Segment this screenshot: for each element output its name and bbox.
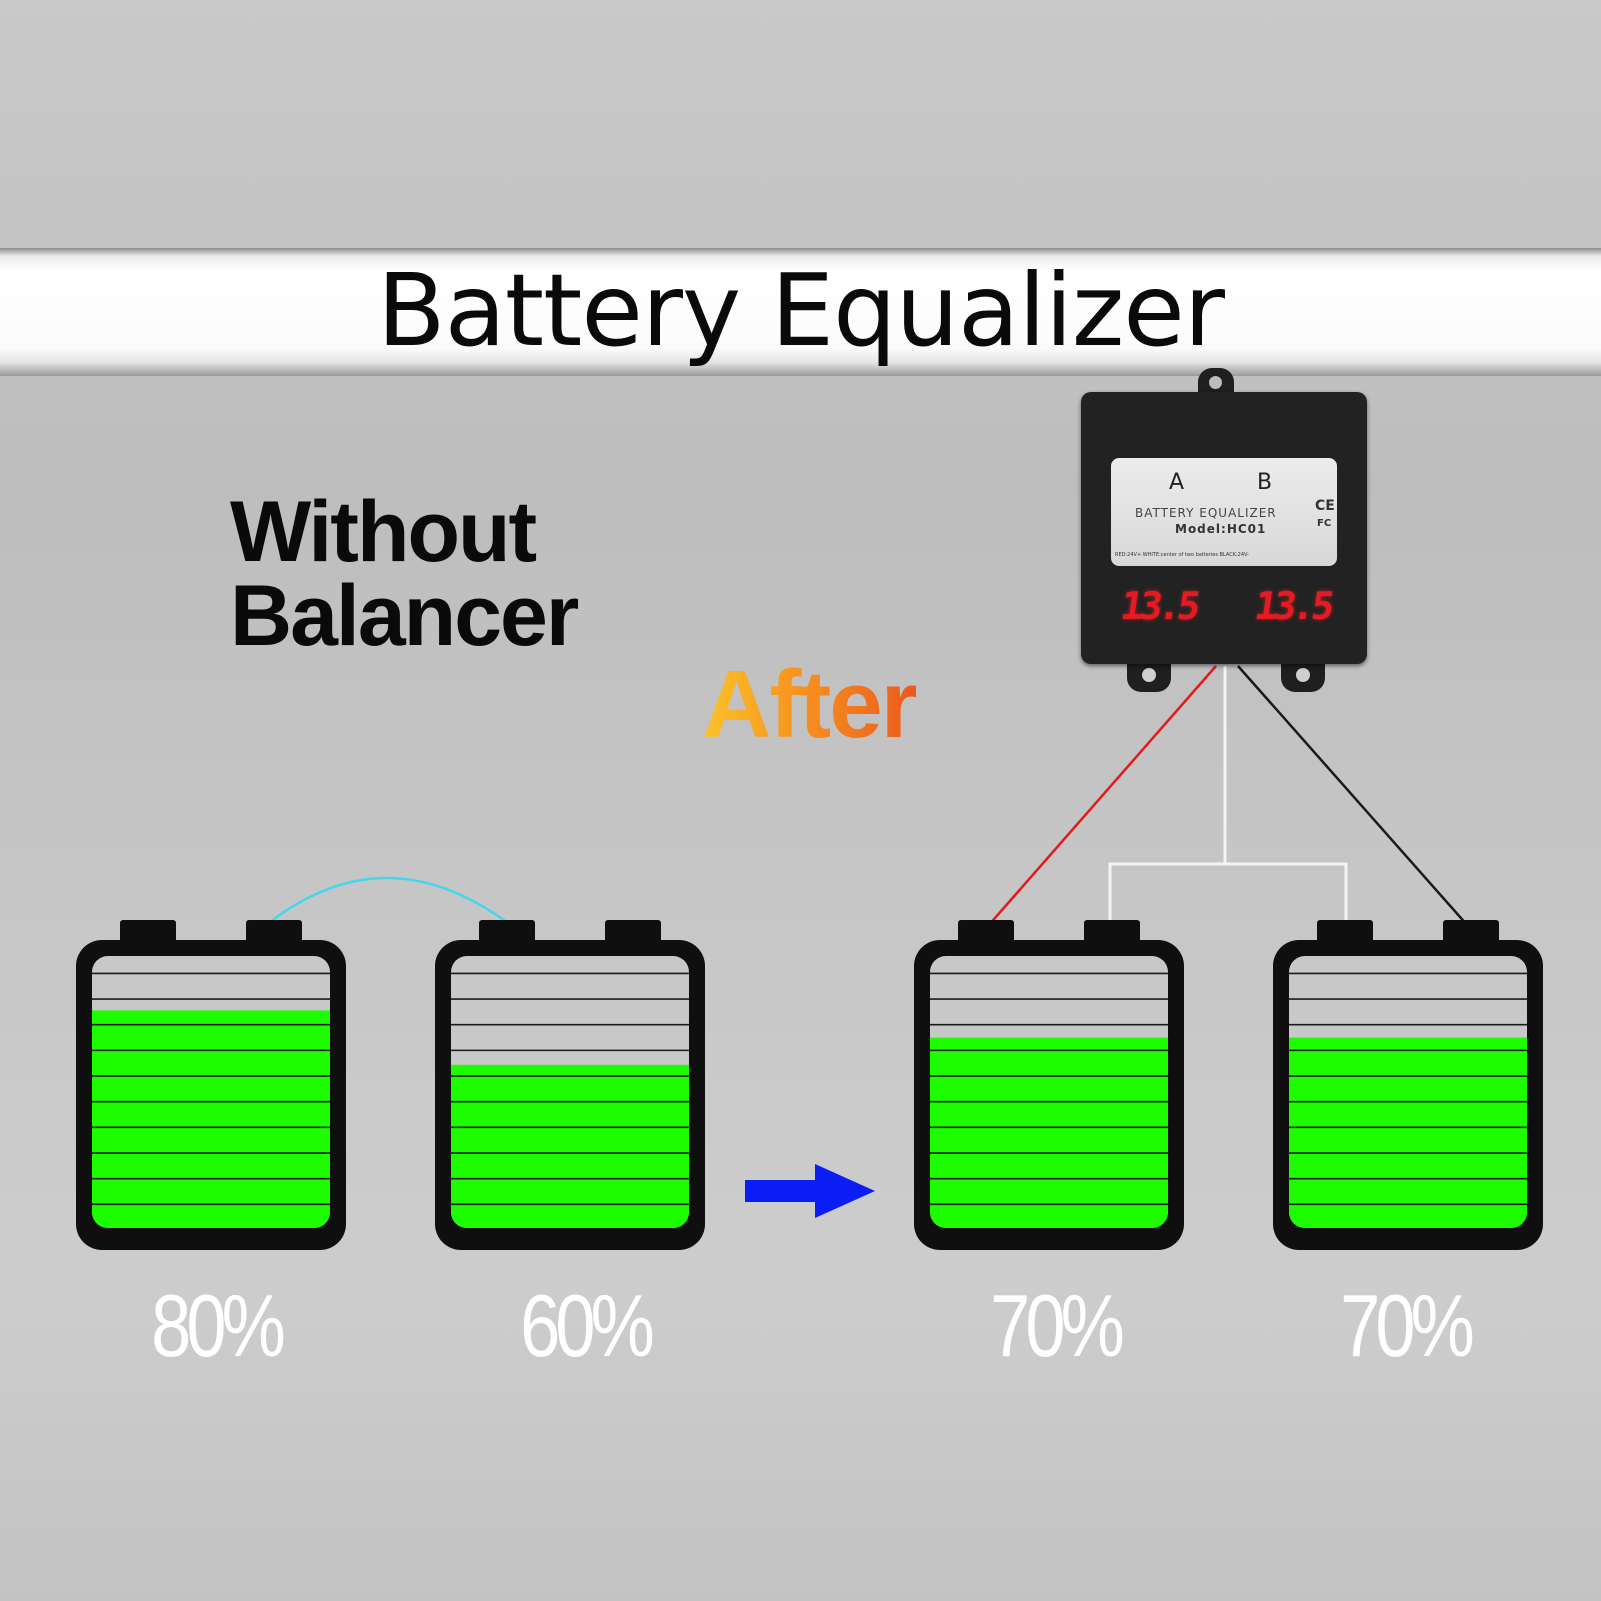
without-label-line-2: Balancer — [230, 568, 579, 664]
fc-mark: FC — [1317, 518, 1332, 529]
equalizer-name: BATTERY EQUALIZER — [1135, 506, 1277, 520]
battery-icon — [914, 920, 1184, 1250]
battery-terminal-positive — [605, 920, 661, 946]
battery-charge-fill — [1289, 1037, 1527, 1228]
battery-icon — [76, 920, 346, 1250]
battery-right-2 — [1273, 920, 1543, 1265]
white-wire-branch — [1108, 862, 1348, 926]
black-wire — [1237, 665, 1469, 927]
wiring-note: RED:24V+ WHITE:center of two batteries B… — [1115, 552, 1249, 558]
battery-terminal-positive — [1443, 920, 1499, 946]
battery-terminal-positive — [1084, 920, 1140, 946]
battery-terminal-negative — [479, 920, 535, 946]
cyan-link-wire — [264, 876, 513, 927]
battery-equalizer-device: A B BATTERY EQUALIZER Model:HC01 CE FC R… — [1065, 362, 1375, 724]
battery-percent-label: 60% — [520, 1276, 655, 1375]
voltage-display-a: 13.5 — [1117, 584, 1200, 628]
battery-terminal-positive — [246, 920, 302, 946]
battery-charge-fill — [92, 1010, 330, 1228]
battery-terminal-negative — [1317, 920, 1373, 946]
battery-charge-fill — [930, 1037, 1168, 1228]
equalizer-model: Model:HC01 — [1175, 522, 1267, 536]
battery-percent-label: 70% — [990, 1276, 1125, 1375]
without-label-line-1: Without — [230, 484, 537, 580]
battery-icon — [435, 920, 705, 1250]
battery-icon — [1273, 920, 1543, 1250]
label-a: A — [1169, 470, 1185, 495]
page-title: Battery Equalizer — [377, 252, 1225, 369]
battery-terminal-negative — [120, 920, 176, 946]
transfer-arrow — [745, 1164, 875, 1218]
battery-percent-label: 70% — [1340, 1276, 1475, 1375]
ce-mark: CE — [1315, 498, 1335, 514]
equalizer-sticker: A B BATTERY EQUALIZER Model:HC01 CE FC R… — [1111, 458, 1337, 566]
battery-percent-label: 80% — [151, 1276, 286, 1375]
arrow-head — [815, 1164, 875, 1218]
title-band — [0, 248, 1601, 376]
voltage-display-b: 13.5 — [1251, 584, 1334, 628]
after-label: After — [702, 651, 918, 758]
without-balancer-label: Without Balancer — [230, 484, 650, 664]
battery-left-2 — [435, 920, 705, 1265]
arrow-shaft — [745, 1180, 821, 1202]
battery-terminal-negative — [958, 920, 1014, 946]
label-b: B — [1257, 470, 1273, 495]
battery-left-1 — [76, 920, 346, 1265]
battery-right-1 — [914, 920, 1184, 1265]
battery-charge-fill — [451, 1064, 689, 1228]
red-wire — [987, 665, 1217, 927]
